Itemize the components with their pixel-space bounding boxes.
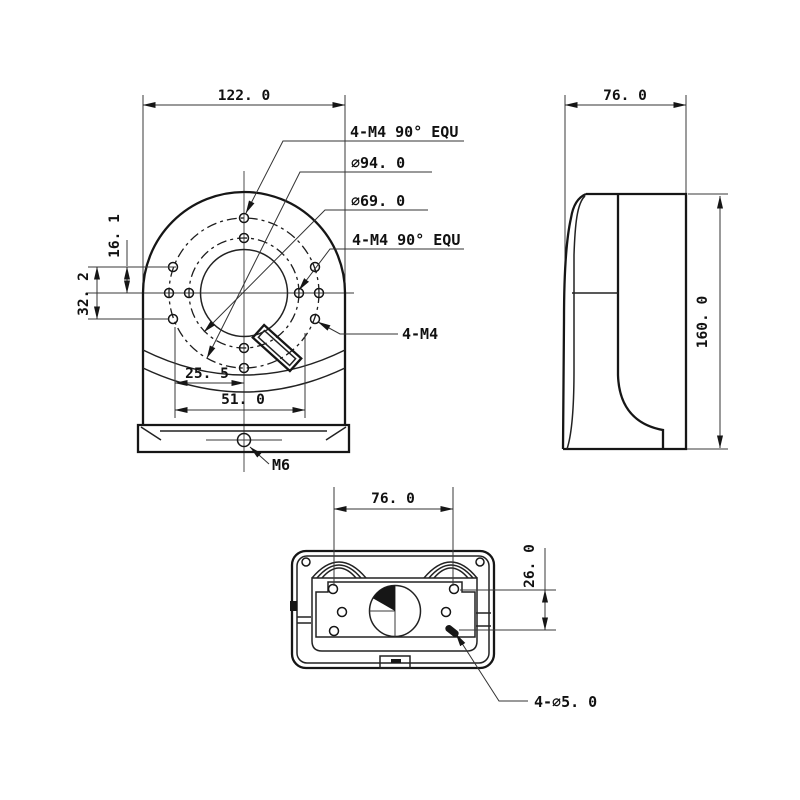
- side-view: 76. 0 160. 0: [561, 88, 728, 451]
- bottom-view: 76. 0 26. 0 4-⌀5. 0: [290, 487, 597, 711]
- m4-hole: [313, 287, 325, 299]
- bottom-dim-offset-text: 26. 0: [522, 544, 538, 588]
- front-outline-dome: [141, 190, 347, 294]
- bottom-dim-width-ext: [333, 487, 454, 586]
- bottom-notch-slot: [391, 659, 401, 663]
- extension-lines-width: [142, 95, 346, 292]
- corner-screw: [301, 557, 311, 567]
- mount-hole: [336, 606, 348, 618]
- leader-outer-diameter: [206, 171, 432, 359]
- side-inner-shell: [566, 195, 586, 450]
- dim-hole-offset-ext: [88, 240, 176, 268]
- m4-hole: [163, 287, 175, 299]
- front-base-details: [140, 426, 347, 441]
- bolt-circle-69: [188, 237, 300, 349]
- side-outline: [561, 192, 688, 451]
- m4-hole: [183, 287, 195, 299]
- label-mount-holes: 4-⌀5. 0: [534, 693, 597, 711]
- mount-hole: [440, 606, 452, 618]
- m4-hole: [238, 232, 250, 244]
- mount-hole: [327, 583, 339, 595]
- dim-half-pitch-text: 25. 5: [185, 366, 229, 382]
- m4-hole: [167, 313, 179, 325]
- leader-outer-bolt-circle: [245, 140, 464, 214]
- front-view: 122. 0 16. 1 32. 2 25. 5 51. 0 4-M4 90° …: [76, 88, 464, 474]
- corner-screw: [475, 557, 485, 567]
- dim-width-text: 122. 0: [218, 88, 270, 104]
- label-outer-diameter: ⌀94. 0: [351, 154, 405, 172]
- side-extension-lines: [564, 95, 728, 450]
- front-centerlines: [86, 171, 354, 472]
- left-tab: [290, 601, 297, 611]
- dim-hole-offset-text: 16. 1: [107, 214, 123, 258]
- bottom-notch: [379, 655, 411, 669]
- leader-inner-diameter: [203, 209, 428, 333]
- leader-side-holes: [317, 321, 398, 335]
- cable-slot: [251, 323, 303, 373]
- m4-hole: [238, 212, 250, 224]
- center-hole: [199, 248, 289, 338]
- label-inner-bolt-circle: 4-M4 90° EQU: [352, 231, 460, 249]
- m4-hole: [309, 313, 321, 325]
- leader-mount-holes: [455, 633, 528, 702]
- side-ticks: [297, 612, 491, 627]
- label-outer-bolt-circle: 4-M4 90° EQU: [350, 123, 458, 141]
- bottom-dim-offset-ext: [459, 548, 556, 631]
- label-side-holes: 4-M4: [402, 325, 438, 343]
- m6-hole: [236, 432, 252, 448]
- bolt-circle-94: [168, 217, 320, 369]
- leader-base-hole: [249, 446, 270, 465]
- mount-hole: [448, 583, 460, 595]
- m4-hole: [238, 362, 250, 374]
- m4-hole: [238, 342, 250, 354]
- grommet-arches-left: [311, 561, 367, 579]
- bottom-center-hole-wedge: [372, 585, 395, 611]
- grommet-arches-right: [423, 561, 478, 579]
- front-rim-arcs: [142, 349, 346, 393]
- front-outline-sides: [141, 293, 347, 425]
- dim-depth-text: 76. 0: [603, 88, 647, 104]
- bottom-dim-width-text: 76. 0: [371, 491, 415, 507]
- side-dome-contour: [616, 194, 665, 449]
- front-base: [136, 423, 351, 454]
- dim-height-text: 160. 0: [695, 296, 711, 348]
- mount-slot: [445, 625, 459, 637]
- mount-hole: [328, 625, 340, 637]
- m4-hole: [309, 261, 321, 273]
- label-inner-diameter: ⌀69. 0: [351, 192, 405, 210]
- label-base-hole: M6: [272, 456, 290, 474]
- leader-inner-bolt-circle: [298, 248, 464, 291]
- dim-pitch-text: 51. 0: [221, 392, 265, 408]
- dim-hole-pitch-text: 32. 2: [76, 272, 92, 316]
